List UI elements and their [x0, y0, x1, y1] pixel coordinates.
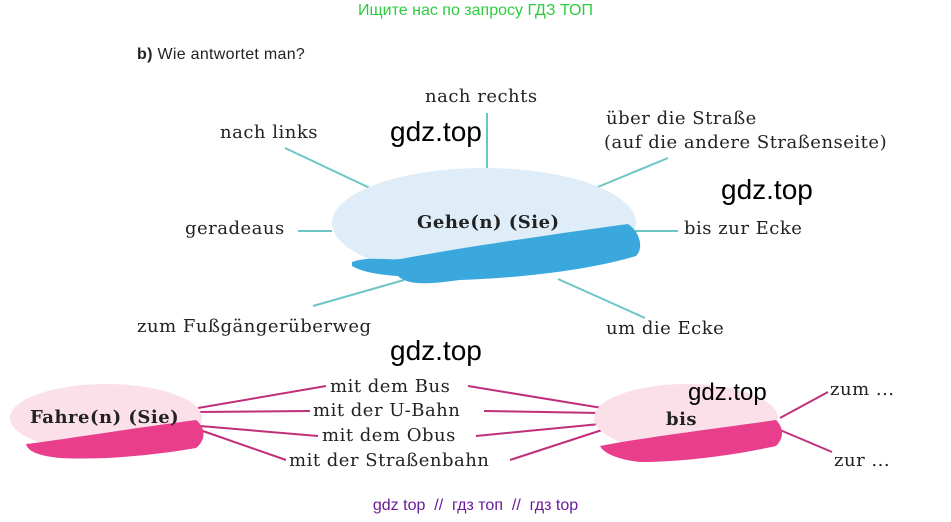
label-nach-rechts: nach rechts — [425, 86, 538, 107]
label-zur: zur ... — [834, 450, 891, 471]
cluster1-brush — [352, 224, 641, 284]
label-mit-dem-bus: mit dem Bus — [330, 376, 451, 397]
cluster2-connectors — [197, 385, 833, 461]
label-mit-der-strassenbahn: mit der Straßenbahn — [289, 450, 490, 471]
watermark-3: gdz.top — [390, 335, 482, 366]
line-ubahn-left — [197, 410, 311, 413]
line-ueber — [592, 157, 669, 190]
label-geradeaus: geradeaus — [185, 218, 285, 239]
line-zum — [779, 391, 829, 419]
line-nach-links — [284, 147, 373, 190]
cluster2-left-brush — [26, 420, 204, 459]
footer-links: gdz top // гдз топ // гдз top — [372, 497, 579, 514]
task-prefix: b) — [137, 46, 153, 63]
line-obus-right — [475, 423, 601, 437]
search-banner: Ищите нас по запросу ГДЗ ТОП — [358, 2, 593, 19]
line-ubahn-right — [483, 410, 601, 414]
line-obus-left — [199, 425, 319, 437]
cluster2-right-brush — [600, 420, 782, 462]
line-bus-right — [467, 385, 603, 409]
task-heading: b) Wie antwortet man? — [137, 46, 305, 64]
watermark-2: gdz.top — [721, 174, 813, 205]
task-text: Wie antwortet man? — [157, 46, 306, 63]
watermark-1: gdz.top — [390, 116, 482, 147]
center-gehen: Gehe(n) (Sie) — [417, 212, 560, 233]
watermark-4: gdz.top — [688, 379, 767, 406]
cluster1-connectors — [284, 113, 678, 319]
label-bis-zur-ecke: bis zur Ecke — [684, 218, 803, 239]
line-fussgaenger — [312, 279, 405, 307]
label-ueber-line2: (auf die andere Straßenseite) — [604, 132, 888, 153]
line-um-die-ecke — [557, 278, 646, 319]
label-zum: zum ... — [830, 379, 895, 400]
label-nach-links: nach links — [220, 122, 318, 143]
line-strassenbahn-right — [509, 429, 603, 461]
line-bus-left — [197, 385, 327, 409]
center-bis: bis — [666, 409, 698, 430]
label-ueber-line1: über die Straße — [606, 108, 757, 129]
line-zur — [779, 429, 833, 453]
label-fussgaenger: zum Fußgängerüberweg — [137, 316, 372, 337]
label-mit-dem-obus: mit dem Obus — [322, 425, 456, 446]
label-um-die-ecke: um die Ecke — [606, 318, 725, 339]
line-strassenbahn-left — [199, 429, 287, 461]
label-mit-der-ubahn: mit der U-Bahn — [313, 400, 461, 421]
center-fahren: Fahre(n) (Sie) — [30, 407, 180, 428]
